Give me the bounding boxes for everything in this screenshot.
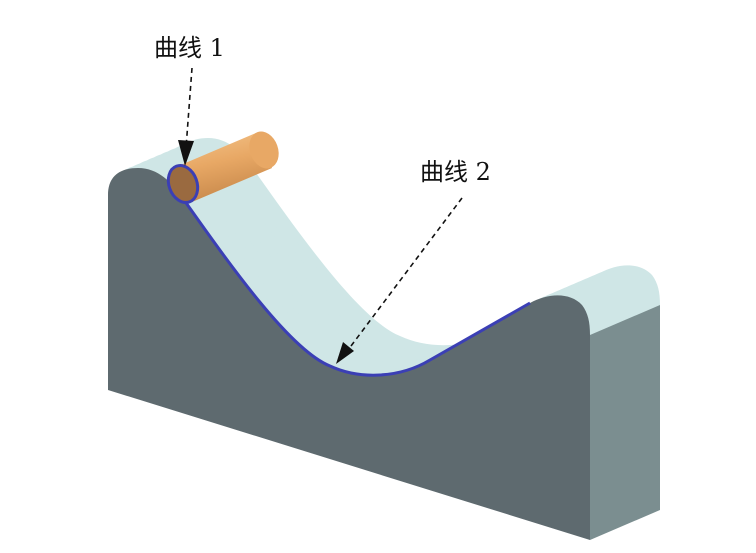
curve-2	[182, 199, 531, 377]
arrow-curve-2	[336, 197, 463, 364]
label-curve-1: 曲线 1	[154, 34, 225, 62]
label-curve-2: 曲线 2	[420, 158, 491, 186]
arrow-curve-1	[178, 67, 194, 166]
curve-1	[166, 164, 200, 204]
side-face	[590, 305, 660, 540]
cylinder	[166, 131, 279, 204]
